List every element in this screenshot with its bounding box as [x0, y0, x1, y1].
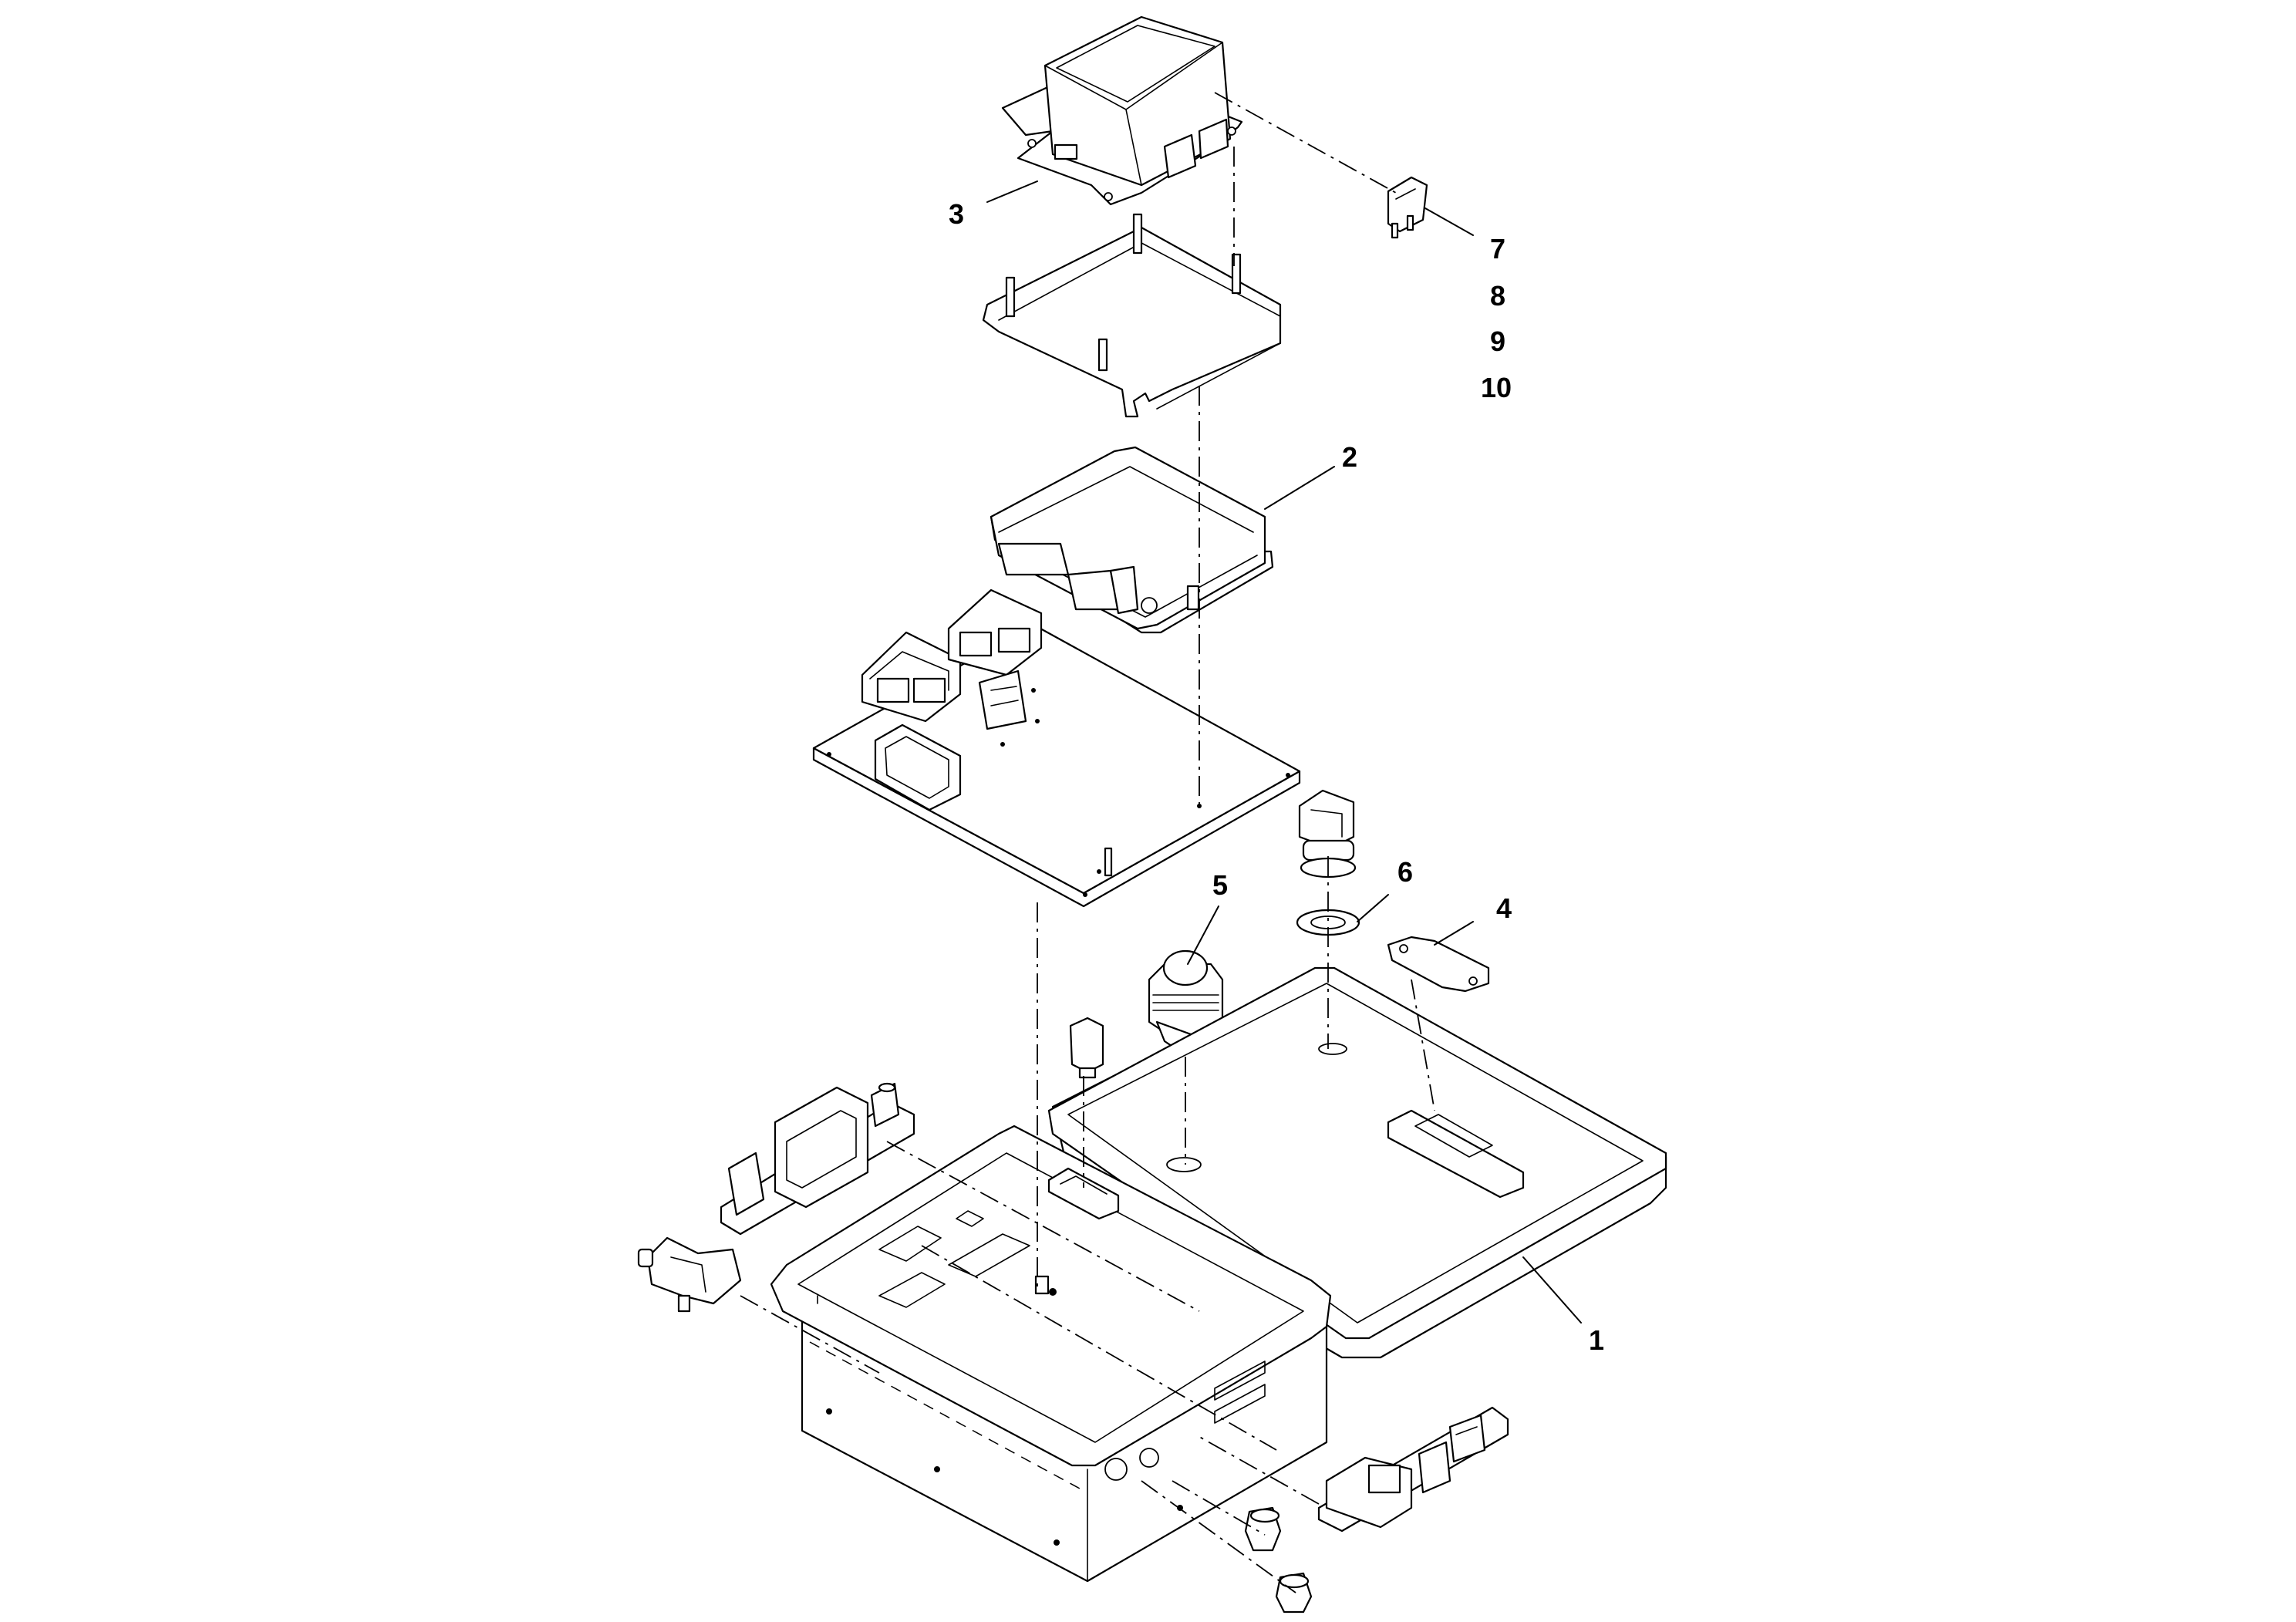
- ignition-switch: [637, 1236, 742, 1313]
- callout-part-3: 3: [949, 198, 964, 230]
- leader-lines: [986, 180, 1582, 1324]
- right-connector-board: [1317, 1406, 1509, 1533]
- assembly-lines: [740, 92, 1435, 1593]
- callout-part-7: 7: [1490, 233, 1505, 265]
- bulkhead-connector: [1298, 789, 1357, 878]
- mounting-bracket: [982, 213, 1282, 418]
- cover-plate: [1387, 936, 1490, 993]
- fuse: [1387, 176, 1428, 239]
- grommet-studs: [1244, 1506, 1313, 1614]
- callout-part-1: 1: [1589, 1324, 1604, 1356]
- callout-part-8: 8: [1490, 280, 1505, 312]
- control-module: [1001, 15, 1243, 206]
- callout-part-6: 6: [1397, 856, 1413, 888]
- left-connector-board: [720, 1082, 915, 1236]
- rocker-switch: [1069, 1017, 1104, 1079]
- circuit-board: [812, 588, 1301, 908]
- callout-part-10: 10: [1481, 372, 1512, 403]
- sealing-washer: [1296, 909, 1360, 936]
- callout-part-4: 4: [1496, 892, 1512, 924]
- ecu-module: [990, 446, 1274, 634]
- callout-part-5: 5: [1212, 869, 1228, 901]
- callout-part-2: 2: [1342, 441, 1357, 473]
- housing-base: [770, 1125, 1332, 1583]
- callout-part-9: 9: [1490, 325, 1505, 357]
